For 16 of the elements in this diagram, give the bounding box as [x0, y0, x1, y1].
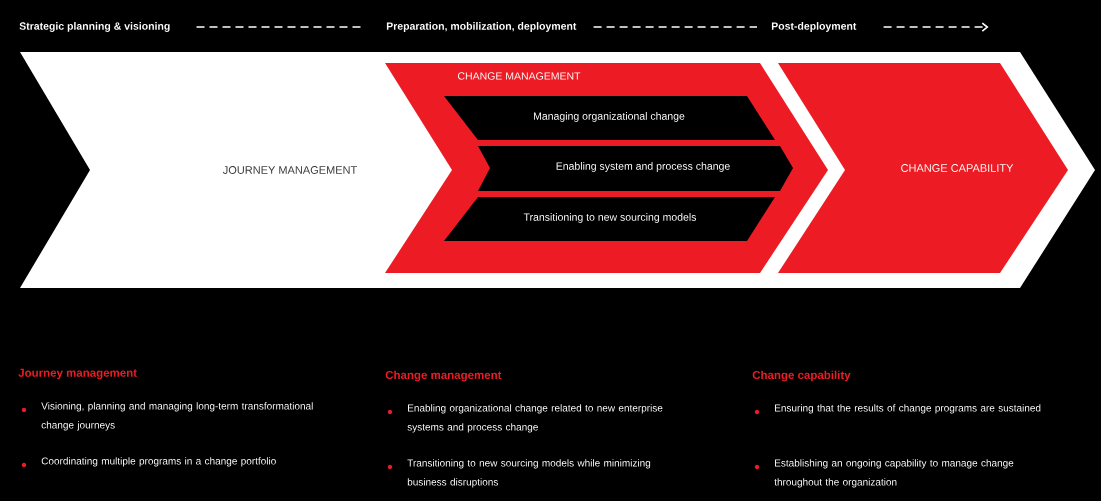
section-heading: Change management — [385, 370, 502, 382]
dashed-arrow — [882, 22, 989, 32]
bullet-text: Visioning, planning and managing long-term transformational change journeys — [41, 402, 313, 431]
section-heading: Change capability — [752, 370, 851, 382]
bullet-text: Ensuring that the results of change programs are sustained — [775, 404, 1041, 414]
bullet-text: Transitioning to new sourcing models while minimizing business disruptions — [407, 459, 651, 488]
chevron-box: Enabling system and process change — [478, 146, 793, 191]
section-heading: Journey management — [18, 368, 137, 380]
phase-label: Strategic planning & visioning — [19, 22, 170, 32]
phase-label: Post-deployment — [771, 22, 857, 32]
bullet-text: Establishing an ongoing capability to manage change throughout the organization — [774, 459, 1014, 488]
phase-label: Preparation, mobilization, deployment — [386, 22, 577, 32]
bullet-text: Coordinating multiple programs in a change portfolio — [41, 457, 276, 467]
bullet-text: Enabling organizational change related to new enterprise systems and process change — [407, 404, 663, 433]
chevron-band: CHANGE CAPABILITY — [778, 63, 1068, 273]
node-label: CHANGE MANAGEMENT — [457, 72, 581, 80]
